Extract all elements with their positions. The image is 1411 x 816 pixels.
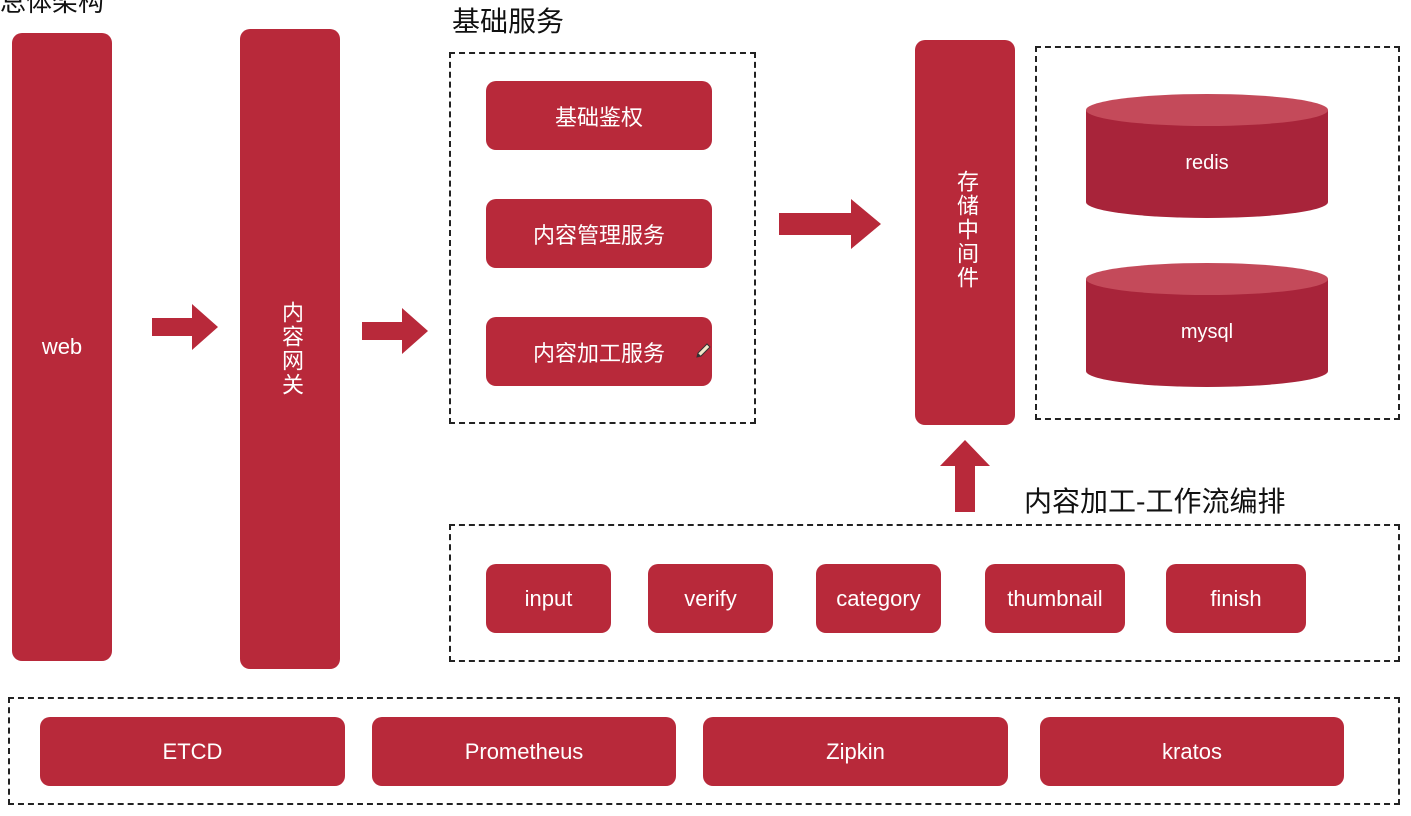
workflow-step-input[interactable]: input: [486, 564, 611, 633]
storage-group: [1035, 46, 1400, 420]
workflow-step-verify[interactable]: verify: [648, 564, 773, 633]
redis-label: redis: [1185, 152, 1229, 174]
workflow-title: 内容加工-工作流编排: [1024, 485, 1286, 518]
arrow-up-icon: [940, 440, 990, 512]
base-service-content-processing[interactable]: 内容加工服务: [486, 317, 712, 386]
base-service-label: 基础鉴权: [554, 105, 643, 131]
workflow-step-label: input: [524, 585, 573, 611]
database-cylinder-icon: [1086, 263, 1328, 387]
infra-label: Prometheus: [464, 738, 584, 764]
infra-label: ETCD: [162, 738, 223, 764]
workflow-step-label: thumbnail: [1007, 585, 1103, 611]
workflow-group: [449, 524, 1400, 662]
base-service-label: 内容管理服务: [532, 223, 665, 249]
infra-prometheus[interactable]: Prometheus: [372, 717, 676, 786]
base-service-content-management[interactable]: 内容管理服务: [486, 199, 712, 268]
mysql-database[interactable]: mysql: [1086, 263, 1328, 387]
workflow-step-finish[interactable]: finish: [1166, 564, 1306, 633]
pencil-icon: [696, 343, 711, 358]
storage-middleware-column[interactable]: 存储中间件: [915, 40, 1015, 425]
web-label: web: [41, 334, 83, 359]
arrow-right-icon: [152, 304, 218, 350]
base-service-auth[interactable]: 基础鉴权: [486, 81, 712, 150]
infra-label: kratos: [1162, 738, 1222, 764]
infra-zipkin[interactable]: Zipkin: [703, 717, 1008, 786]
partial-title: 总体架构: [0, 0, 105, 18]
infra-group: [8, 697, 1400, 805]
workflow-step-thumbnail[interactable]: thumbnail: [985, 564, 1125, 633]
base-services-group: [449, 52, 756, 424]
gateway-column[interactable]: 内容网关: [240, 29, 340, 669]
infra-etcd[interactable]: ETCD: [40, 717, 345, 786]
workflow-step-category[interactable]: category: [816, 564, 941, 633]
storage-middleware-label: 存储中间件: [953, 170, 978, 290]
arrow-right-icon: [779, 199, 881, 249]
arrow-right-icon: [362, 308, 428, 354]
infra-label: Zipkin: [826, 738, 885, 764]
database-cylinder-icon: [1086, 94, 1328, 218]
base-services-title: 基础服务: [452, 5, 565, 38]
infra-kratos[interactable]: kratos: [1040, 717, 1344, 786]
gateway-label: 内容网关: [278, 301, 303, 397]
web-column[interactable]: web: [12, 33, 112, 661]
redis-database[interactable]: redis: [1086, 94, 1328, 218]
workflow-step-label: verify: [684, 585, 737, 611]
base-service-label: 内容加工服务: [532, 341, 665, 367]
workflow-step-label: category: [836, 585, 921, 611]
mysql-label: mysql: [1180, 321, 1234, 343]
workflow-step-label: finish: [1210, 585, 1262, 611]
